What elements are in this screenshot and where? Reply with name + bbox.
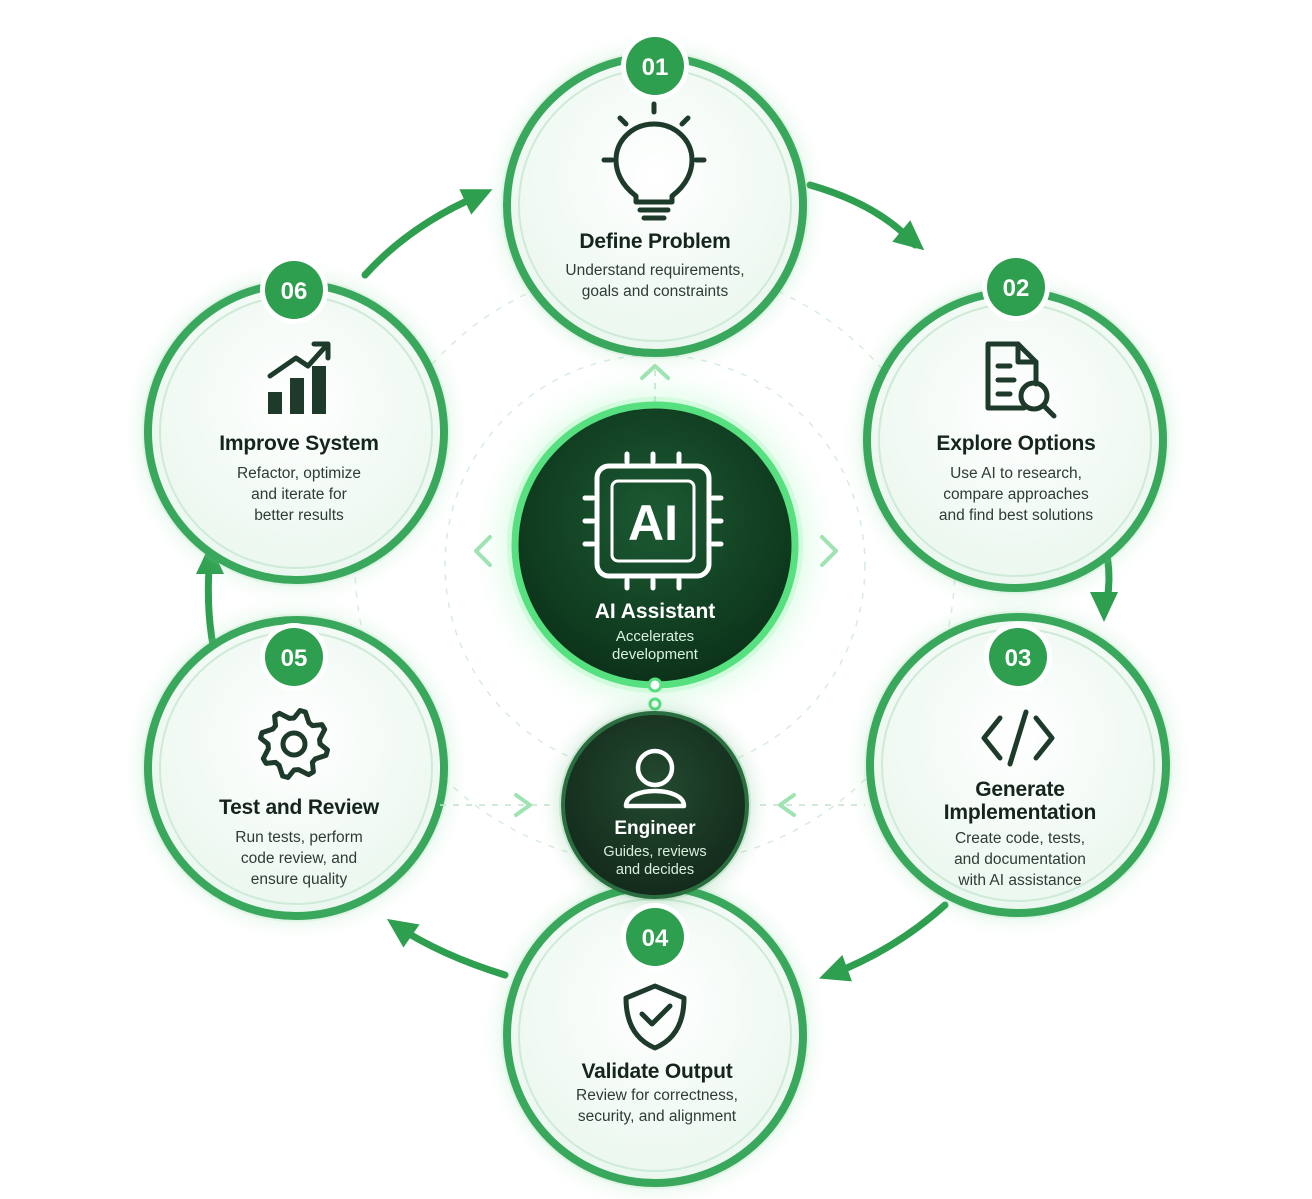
step-badge-01: 01 [621, 32, 689, 100]
inner-links [440, 370, 865, 806]
step-05-desc-line2: code review, and [240, 850, 358, 867]
shield-check-icon [623, 983, 687, 1051]
step-card-01 [501, 51, 809, 359]
arrow-head-icon [459, 189, 493, 215]
chevron-up-icon [640, 364, 670, 380]
step-03-desc-line3: with AI assistance [958, 872, 1082, 889]
hub-chevrons [474, 364, 838, 817]
step-03-title-line2: Implementation [943, 801, 1097, 824]
engineer-title: Engineer [614, 818, 696, 839]
step-card-03 [864, 611, 1172, 919]
step-04-desc-line1: Review for correctness, [576, 1087, 738, 1104]
arrow-head-icon [892, 220, 925, 251]
engineer-description-line2: and decides [615, 862, 695, 878]
bar-chart-growth-icon [267, 341, 331, 414]
step-cards [142, 51, 1172, 1189]
user-icon [623, 748, 687, 809]
step-02-desc-line2: compare approaches [943, 486, 1089, 503]
step-number: 02 [1003, 275, 1030, 302]
hub-title: AI Assistant [594, 600, 716, 623]
step-number: 04 [642, 925, 669, 952]
code-icon [981, 709, 1055, 767]
chevron-right-icon [820, 535, 838, 567]
step-number: 06 [281, 278, 308, 305]
ai-hub: AI [507, 397, 803, 693]
step-badge-05: 05 [260, 623, 328, 691]
step-badge-02: 02 [982, 253, 1050, 321]
step-01-desc-line1: Understand requirements, [565, 262, 745, 279]
step-number: 03 [1005, 645, 1032, 672]
gear-icon [258, 708, 330, 780]
step-01-title: Define Problem [579, 230, 731, 253]
step-04-desc-line2: security, and alignment [577, 1108, 737, 1125]
step-01-desc-line2: goals and constraints [581, 283, 729, 300]
ai-chip-icon [582, 451, 724, 591]
connector-arc [826, 901, 949, 979]
step-03-desc-line2: and documentation [954, 851, 1086, 868]
step-badge-06: 06 [260, 256, 328, 324]
hub-description-line1: Accelerates [615, 628, 695, 645]
step-badge-04: 04 [621, 903, 689, 971]
arrow-head-icon [1090, 592, 1118, 622]
arrow-head-icon [818, 955, 852, 982]
step-card-06 [142, 278, 450, 586]
step-02-desc-line3: and find best solutions [938, 507, 1094, 524]
step-badge-03: 03 [984, 623, 1052, 691]
connector-arc [361, 191, 484, 279]
cycle-connectors [196, 181, 1118, 982]
step-06-title: Improve System [219, 432, 379, 455]
step-04-title: Validate Output [581, 1060, 733, 1083]
step-02-title: Explore Options [936, 432, 1096, 455]
engineer-description-line1: Guides, reviews [603, 844, 707, 860]
chevron-left-icon [778, 793, 796, 817]
step-05-desc-line1: Run tests, perform [235, 829, 363, 846]
step-03-title-line1: Generate [975, 778, 1065, 801]
step-06-desc-line3: better results [254, 507, 344, 524]
chevron-right-icon [514, 793, 532, 817]
step-number: 05 [281, 645, 308, 672]
ai-chip-label: AI [628, 495, 678, 551]
arrow-head-icon [386, 918, 420, 948]
step-02-desc-line1: Use AI to research, [950, 465, 1082, 482]
document-search-icon [985, 341, 1057, 419]
step-card-04 [501, 881, 809, 1189]
step-05-title: Test and Review [219, 796, 379, 819]
step-number: 01 [642, 54, 669, 81]
hub-description-line2: development [612, 646, 698, 663]
chevron-left-icon [474, 535, 492, 567]
step-03-desc-line1: Create code, tests, [954, 830, 1086, 847]
step-06-desc-line1: Refactor, optimize [236, 465, 362, 482]
step-card-02 [861, 286, 1169, 594]
step-06-desc-line2: and iterate for [251, 486, 347, 503]
step-05-desc-line3: ensure quality [250, 871, 348, 888]
engineer-node [559, 709, 751, 901]
step-badges: 01 02 03 04 05 06 [260, 32, 1052, 971]
lightbulb-icon [601, 101, 707, 221]
